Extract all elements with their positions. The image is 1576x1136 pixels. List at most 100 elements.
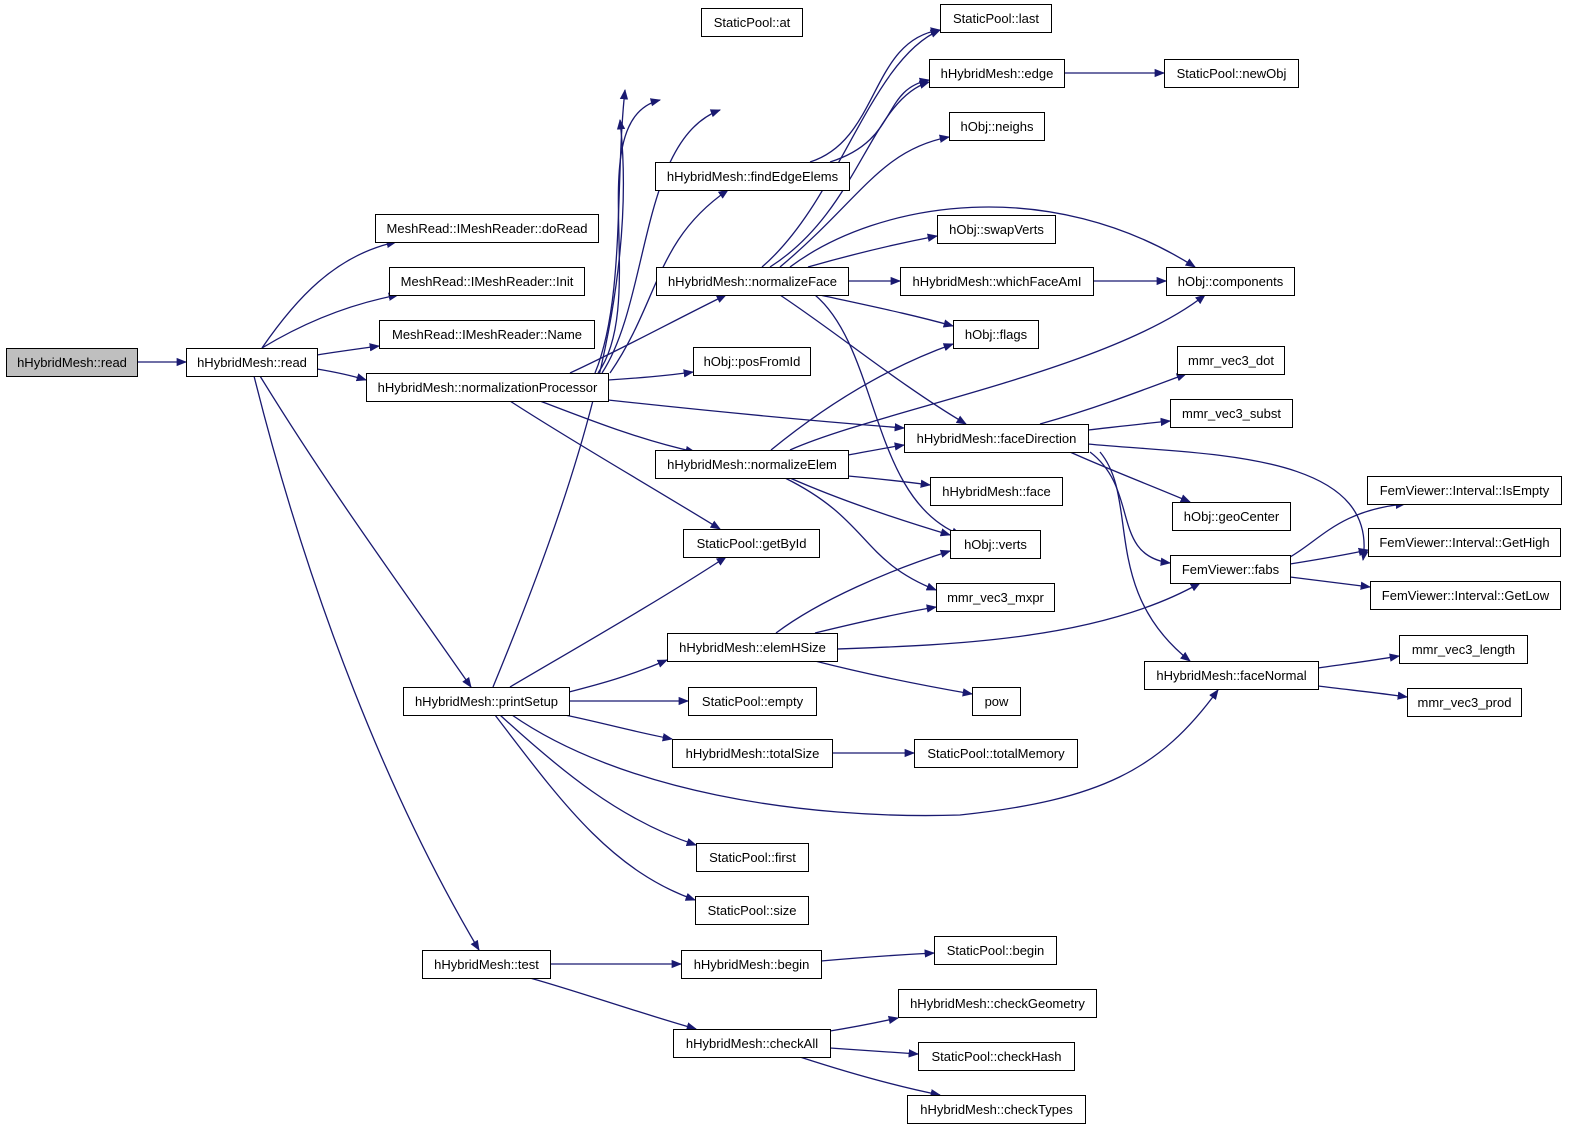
node-doRead[interactable]: MeshRead::IMeshReader::doRead — [375, 214, 599, 243]
node-posFromId[interactable]: hObj::posFromId — [693, 347, 811, 376]
node-dot[interactable]: mmr_vec3_dot — [1177, 346, 1285, 375]
node-length[interactable]: mmr_vec3_length — [1399, 635, 1528, 664]
node-label-printSetup: hHybridMesh::printSetup — [415, 694, 558, 709]
node-getLow[interactable]: FemViewer::Interval::GetLow — [1370, 581, 1561, 610]
node-elemH[interactable]: hHybridMesh::elemHSize — [667, 633, 838, 662]
edge-printSetup-to-spSize — [494, 714, 696, 901]
node-box-whichFace — [900, 267, 1094, 296]
edge-read-to-init — [261, 292, 400, 349]
node-swapVerts[interactable]: hObj::swapVerts — [937, 215, 1056, 244]
node-neighs[interactable]: hObj::neighs — [949, 112, 1045, 141]
node-label-checkHash: StaticPool::checkHash — [931, 1049, 1061, 1064]
node-init[interactable]: MeshRead::IMeshReader::Init — [389, 267, 585, 296]
node-read[interactable]: hHybridMesh::read — [186, 348, 318, 377]
node-subst[interactable]: mmr_vec3_subst — [1170, 399, 1293, 428]
node-spLast[interactable]: StaticPool::last — [940, 4, 1052, 33]
node-isEmpty[interactable]: FemViewer::Interval::IsEmpty — [1367, 476, 1562, 505]
edge-elemH-to-mxpr — [814, 604, 938, 634]
node-box-spNewObj — [1164, 59, 1299, 88]
node-label-dot: mmr_vec3_dot — [1188, 353, 1274, 368]
node-box-dot — [1177, 346, 1285, 375]
node-totalMem[interactable]: StaticPool::totalMemory — [914, 739, 1078, 768]
node-getHigh[interactable]: FemViewer::Interval::GetHigh — [1368, 528, 1561, 557]
node-checkTypes[interactable]: hHybridMesh::checkTypes — [907, 1095, 1086, 1124]
node-mxpr[interactable]: mmr_vec3_mxpr — [936, 583, 1055, 612]
node-spFirst[interactable]: StaticPool::first — [696, 843, 809, 872]
node-test[interactable]: hHybridMesh::test — [422, 950, 551, 979]
edge-normProc-to-getById — [509, 400, 721, 530]
node-label-subst: mmr_vec3_subst — [1182, 406, 1281, 421]
edge-normElem-to-mxpr — [784, 477, 937, 591]
node-face[interactable]: hHybridMesh::face — [930, 477, 1063, 506]
node-label-root: hHybridMesh::read — [17, 355, 127, 370]
edge-faceDir-to-faceNormal — [1099, 451, 1191, 662]
node-spAt[interactable]: StaticPool::at — [701, 8, 803, 37]
node-box-spEmpty — [688, 687, 817, 716]
node-checkGeom[interactable]: hHybridMesh::checkGeometry — [898, 989, 1097, 1018]
node-checkAll[interactable]: hHybridMesh::checkAll — [673, 1029, 831, 1058]
edge-normFace-to-flags — [819, 294, 955, 328]
node-box-pow — [972, 687, 1021, 716]
node-totalSize[interactable]: hHybridMesh::totalSize — [672, 739, 833, 768]
node-box-getLow — [1370, 581, 1561, 610]
edge-normProc-to-normElem — [539, 400, 697, 455]
node-fabs[interactable]: FemViewer::fabs — [1170, 555, 1291, 584]
edge-normFace-to-spLast — [761, 29, 941, 268]
edge-printSetup-to-getById — [509, 556, 727, 688]
node-label-getLow: FemViewer::Interval::GetLow — [1382, 588, 1550, 603]
node-verts[interactable]: hObj::verts — [950, 530, 1041, 559]
node-normFace[interactable]: hHybridMesh::normalizeFace — [656, 267, 849, 296]
node-whichFace[interactable]: hHybridMesh::whichFaceAmI — [900, 267, 1094, 296]
node-label-elemH: hHybridMesh::elemHSize — [679, 640, 826, 655]
node-box-geoCenter — [1172, 502, 1291, 531]
node-name[interactable]: MeshRead::IMeshReader::Name — [379, 320, 595, 349]
node-box-flags — [953, 320, 1039, 349]
node-faceNormal[interactable]: hHybridMesh::faceNormal — [1144, 661, 1319, 690]
node-normProc[interactable]: hHybridMesh::normalizationProcessor — [366, 373, 609, 402]
edge-test-to-checkAll — [529, 977, 697, 1031]
node-begin[interactable]: hHybridMesh::begin — [681, 950, 822, 979]
node-box-fabs — [1170, 555, 1291, 584]
node-box-elemH — [667, 633, 838, 662]
node-box-mxpr — [936, 583, 1055, 612]
node-label-spSize: StaticPool::size — [708, 903, 797, 918]
node-normElem[interactable]: hHybridMesh::normalizeElem — [655, 450, 849, 479]
node-box-posFromId — [693, 347, 811, 376]
edge-normProc-to-edge — [601, 109, 721, 374]
node-faceDir[interactable]: hHybridMesh::faceDirection — [904, 424, 1089, 453]
node-box-verts — [950, 530, 1041, 559]
edge-checkAll-to-checkGeom — [829, 1015, 900, 1032]
edge-normFace-to-neighs — [779, 134, 951, 268]
node-label-isEmpty: FemViewer::Interval::IsEmpty — [1380, 483, 1550, 498]
node-components[interactable]: hObj::components — [1166, 267, 1295, 296]
edge-normFace-to-components — [789, 206, 1196, 268]
node-label-getHigh: FemViewer::Interval::GetHigh — [1379, 535, 1549, 550]
node-pow[interactable]: pow — [972, 687, 1021, 716]
node-root[interactable]: hHybridMesh::read — [6, 348, 138, 377]
node-label-mxpr: mmr_vec3_mxpr — [947, 590, 1044, 605]
node-box-checkGeom — [898, 989, 1097, 1018]
node-flags[interactable]: hObj::flags — [953, 320, 1039, 349]
node-box-spFirst — [696, 843, 809, 872]
node-checkHash[interactable]: StaticPool::checkHash — [918, 1042, 1075, 1071]
node-findEdge[interactable]: hHybridMesh::findEdgeElems — [655, 162, 850, 191]
node-label-faceDir: hHybridMesh::faceDirection — [917, 431, 1077, 446]
edge-normElem-to-verts — [789, 477, 951, 537]
node-printSetup[interactable]: hHybridMesh::printSetup — [403, 687, 570, 716]
edge-faceDir-to-geoCenter — [1069, 451, 1191, 503]
node-edge[interactable]: hHybridMesh::edge — [929, 59, 1065, 88]
node-box-normProc — [366, 373, 609, 402]
node-box-printSetup — [403, 687, 570, 716]
node-label-findEdge: hHybridMesh::findEdgeElems — [667, 169, 839, 184]
node-spBegin[interactable]: StaticPool::begin — [934, 936, 1057, 965]
node-geoCenter[interactable]: hObj::geoCenter — [1172, 502, 1291, 531]
node-prod[interactable]: mmr_vec3_prod — [1407, 688, 1522, 717]
node-label-spLast: StaticPool::last — [953, 11, 1039, 26]
node-spNewObj[interactable]: StaticPool::newObj — [1164, 59, 1299, 88]
node-spSize[interactable]: StaticPool::size — [695, 896, 809, 925]
node-getById[interactable]: StaticPool::getById — [683, 529, 820, 558]
node-box-swapVerts — [937, 215, 1056, 244]
node-spEmpty[interactable]: StaticPool::empty — [688, 687, 817, 716]
node-box-getHigh — [1368, 528, 1561, 557]
node-label-normElem: hHybridMesh::normalizeElem — [667, 457, 837, 472]
